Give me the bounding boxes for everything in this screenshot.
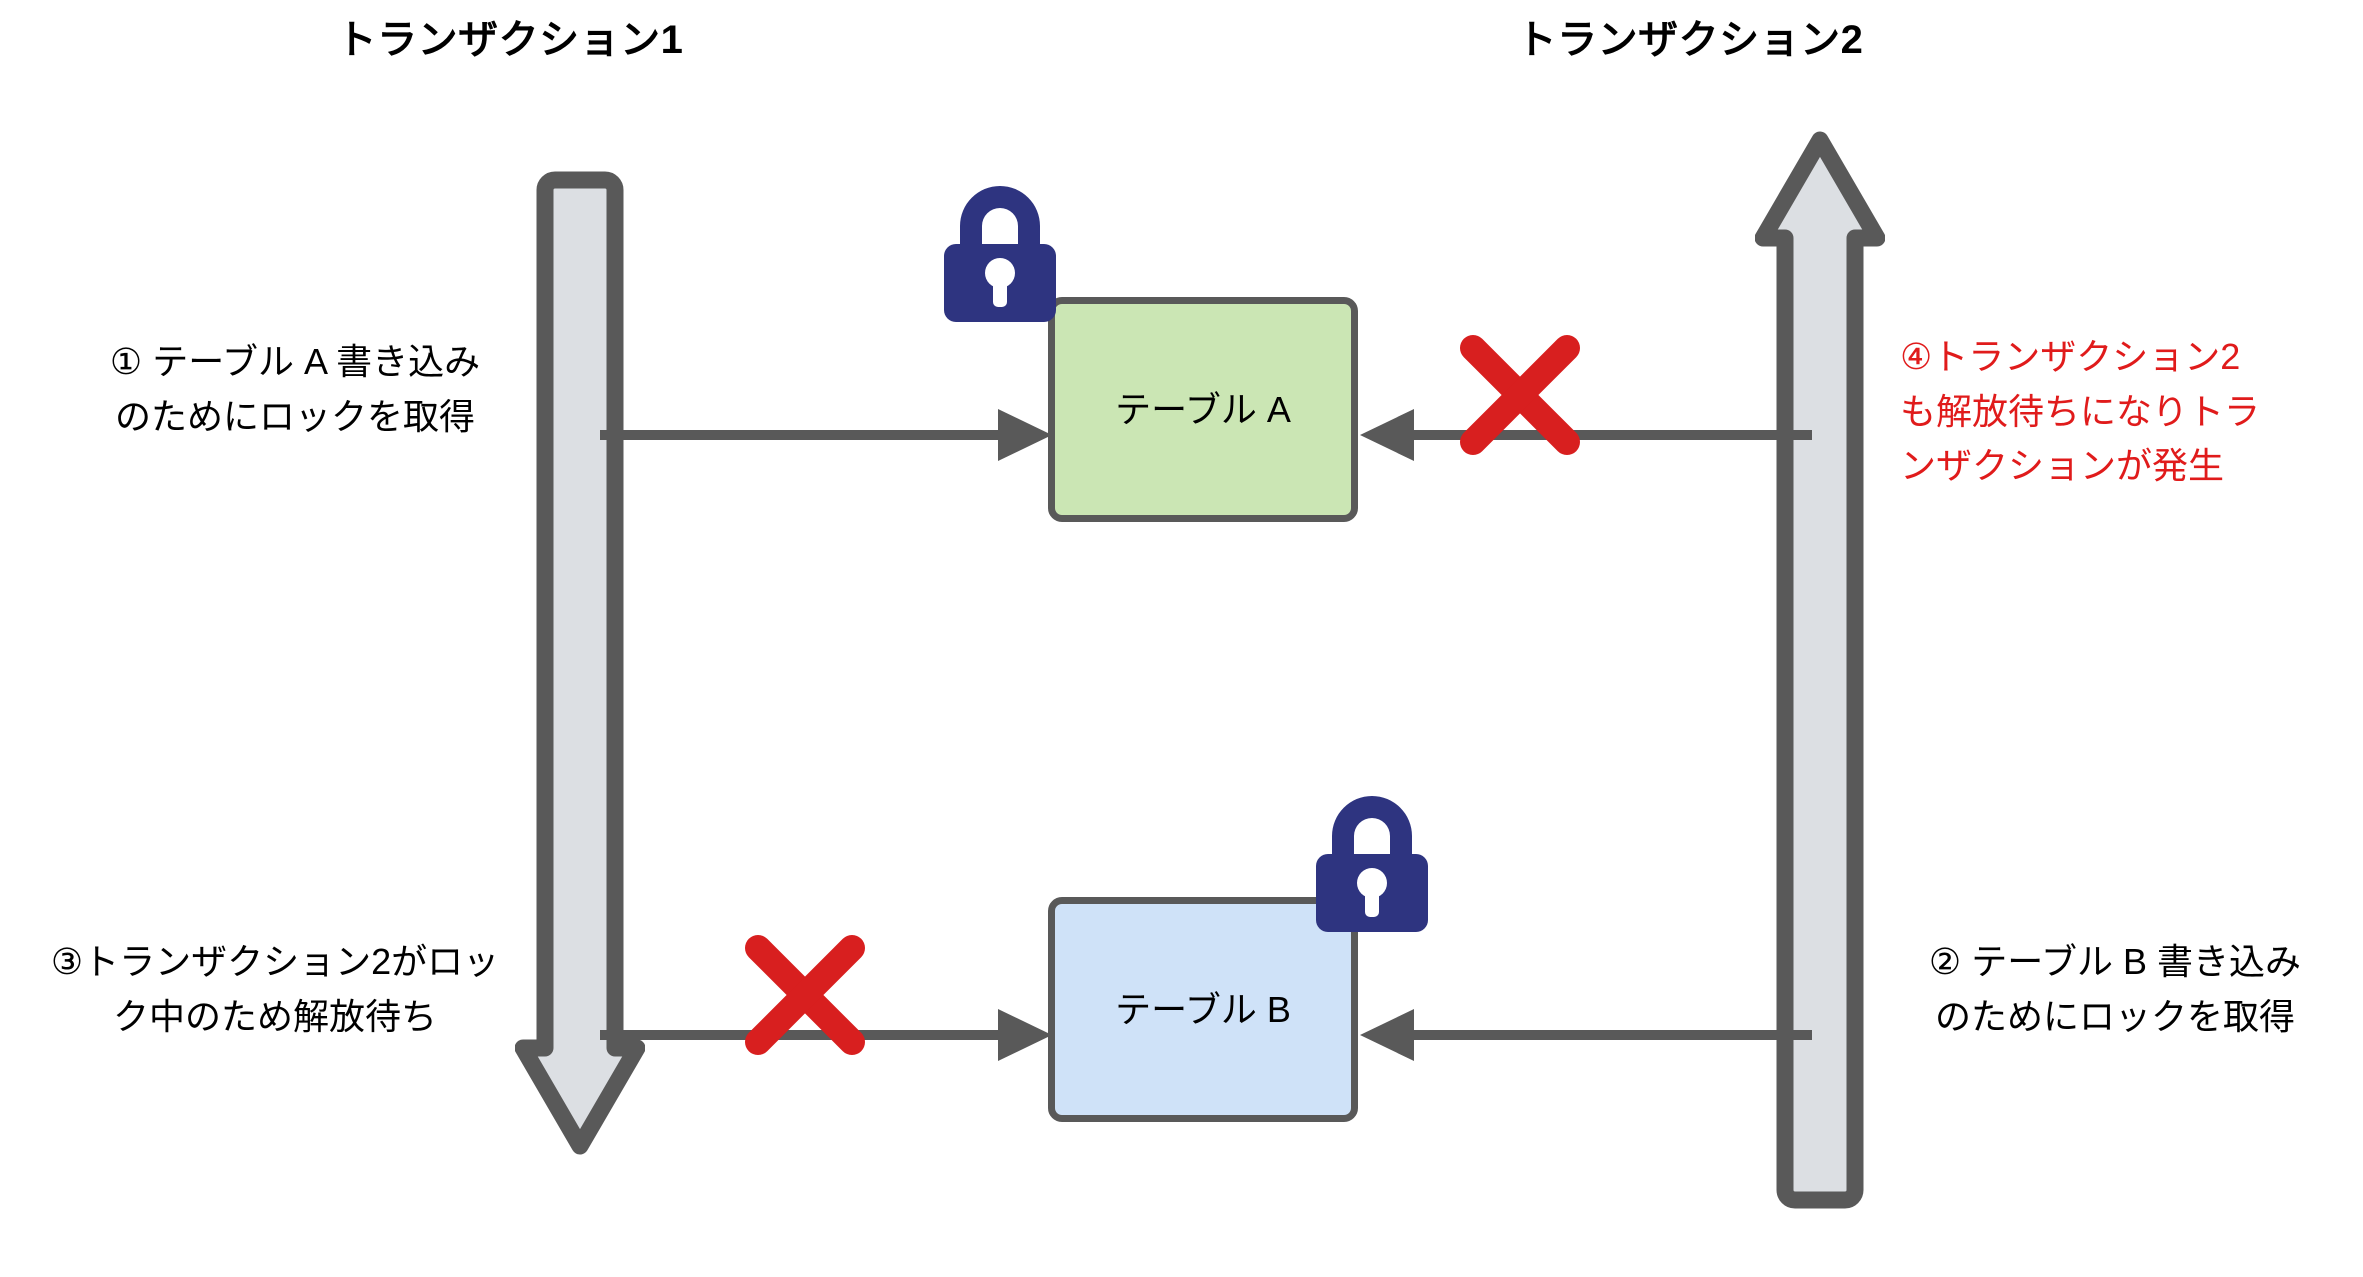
annotation-step-2: ② テーブル B 書き込み のためにロックを取得 [1928, 941, 2302, 1037]
column-header-transaction-1: トランザクション1 [336, 18, 684, 62]
table-b-label: テーブル B [1115, 988, 1291, 1030]
blocked-x-icon [1460, 335, 1580, 455]
annotation-step-4: ④トランザクション2 も解放待ちになりトラ ンザクションが発生 [1900, 336, 2261, 487]
lifeline-transaction-1-down-arrow [515, 171, 645, 1155]
annotation-step-3: ③トランザクション2がロッ ク中のため解放待ち [50, 941, 500, 1037]
table-a-box: テーブル A [1048, 297, 1358, 522]
connector-transaction2-to-table-b [1360, 1009, 1812, 1061]
lock-icon [944, 186, 1056, 322]
table-b-box: テーブル B [1048, 897, 1358, 1122]
connector-transaction1-to-table-a [600, 409, 1052, 461]
connector-transaction1-to-table-b [600, 1009, 1052, 1061]
lifeline-transaction-2-up-arrow [1755, 131, 1885, 1209]
column-header-transaction-2: トランザクション2 [1516, 18, 1864, 62]
lock-icon [1316, 796, 1428, 932]
blocked-x-icon [745, 935, 865, 1055]
annotation-step-1: ① テーブル A 書き込み のためにロックを取得 [109, 341, 481, 437]
table-a-label: テーブル A [1115, 388, 1291, 430]
